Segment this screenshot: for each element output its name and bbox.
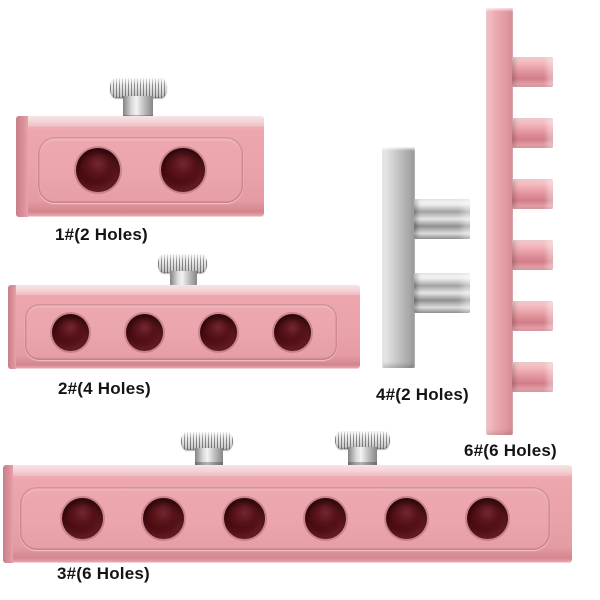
mold-6-bar [486,8,513,435]
thumbscrew-stem-icon [348,447,377,470]
mold-peg [414,273,470,313]
mold-peg [512,57,553,87]
mold-hole [143,498,184,539]
mold-1-leftface [16,116,28,217]
mold-4-label: 4#(2 Holes) [376,385,469,404]
mold-peg [512,362,553,392]
mold-6-label: 6#(6 Holes) [464,441,557,460]
mold-peg [512,301,553,331]
mold-hole [76,148,120,192]
mold-3-block [3,465,572,563]
mold-2-topface [8,285,360,295]
mold-2-block [8,285,360,369]
mold-hole [305,498,346,539]
mold-1-block [16,116,264,217]
mold-peg [512,118,553,148]
thumbscrew-cap-icon [158,254,207,273]
thumbscrew-cap-icon [335,431,390,449]
mold-6-pegs [512,57,553,392]
mold-peg [512,240,553,270]
mold-3-leftface [3,465,13,563]
mold-hole [467,498,508,539]
mold-peg [414,199,470,239]
mold-3-topface [3,465,572,476]
mold-hole [386,498,427,539]
thumbscrew-cap-icon [181,432,233,450]
mold-hole [125,313,163,351]
mold-1-panel [38,137,243,203]
mold-2-label: 2#(4 Holes) [58,379,151,398]
mold-hole [62,498,103,539]
mold-hole [224,498,265,539]
mold-4-pegs [414,199,470,313]
mold-3-panel [20,487,550,550]
mold-1-label: 1#(2 Holes) [55,225,148,244]
mold-peg [512,179,553,209]
mold-hole [161,148,205,192]
mold-hole [199,313,237,351]
mold-3-label: 3#(6 Holes) [57,564,150,583]
thumbscrew-cap-icon [110,78,167,98]
mold-2-panel [25,304,337,360]
thumbscrew-stem-icon [195,448,223,470]
mold-hole [51,313,89,351]
mold-1-topface [16,116,264,127]
mold-2-leftface [8,285,16,369]
mold-4-bar [382,147,415,368]
mold-hole [273,313,311,351]
